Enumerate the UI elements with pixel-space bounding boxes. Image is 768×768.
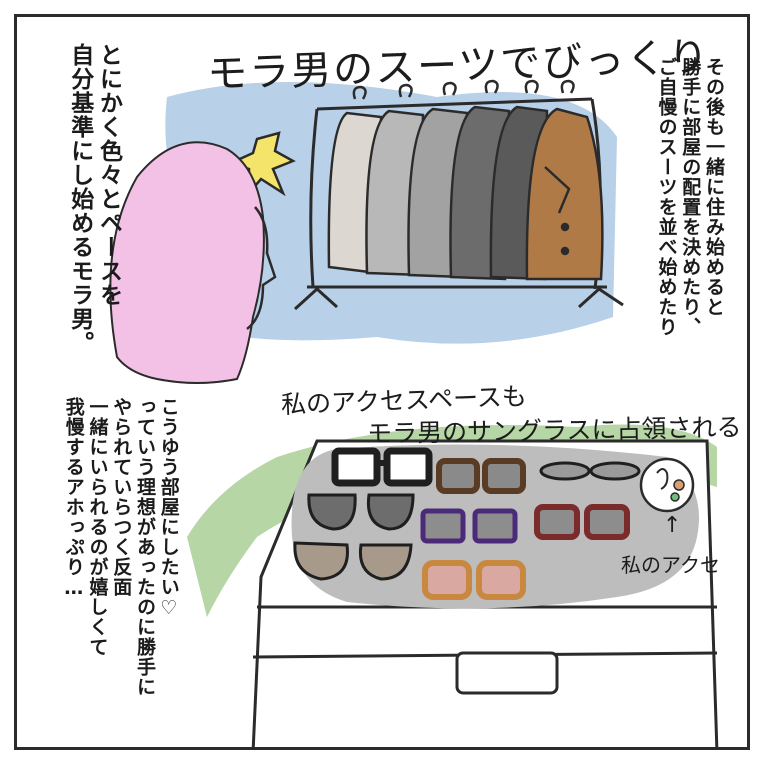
narration-left: とにかく色々とペースを 自分基準にし始めるモラ男。 [65, 43, 123, 383]
accessory-dish [639, 457, 695, 513]
accessory-note: 私のアクセ [621, 553, 720, 577]
sunglasses-collection [293, 447, 641, 600]
narration-bottom-line: 我慢するアホっぷり… [62, 397, 85, 600]
narration-bottom-line: こうゆう部屋にしたい♡ [157, 397, 180, 620]
narration-left-line: とにかく色々とペースを [95, 43, 122, 307]
accessory-caption-line2: モラ男のサングラスに占領される [366, 412, 742, 449]
comic-illustration [109, 79, 719, 747]
narration-left-line: 自分基準にし始めるモラ男。 [66, 43, 93, 355]
up-arrow-icon: ↑ [663, 513, 682, 538]
woman-face-outline [246, 206, 277, 330]
hangers [352, 79, 575, 100]
woman-hair [109, 141, 265, 384]
narration-bottom-line: っていう理想があったのに勝手に [134, 397, 156, 697]
suits [327, 105, 604, 281]
narration-bottom-line: 一緒にいられるのが嬉しくて [86, 397, 109, 657]
narration-right-line: その後も一緒に住み始めると [703, 57, 725, 317]
comic-panel: モラ男のスーツでびっくり とにかく色々とペースを 自分基準にし始めるモラ男。 そ… [14, 14, 750, 750]
narration-bottom: こうゆう部屋にしたい♡ っていう理想があったのに勝手に やられていらつく反面 一… [61, 397, 180, 737]
narration-right: その後も一緒に住み始めると 勝手に部屋の配置を決めたり、 ご自慢のスーツを並べ始… [654, 57, 726, 417]
narration-bottom-line: やられていらつく反面 [110, 397, 133, 597]
narration-right-line: ご自慢のスーツを並べ始めたり [655, 57, 678, 337]
narration-right-line: 勝手に部屋の配置を決めたり、 [679, 57, 702, 337]
